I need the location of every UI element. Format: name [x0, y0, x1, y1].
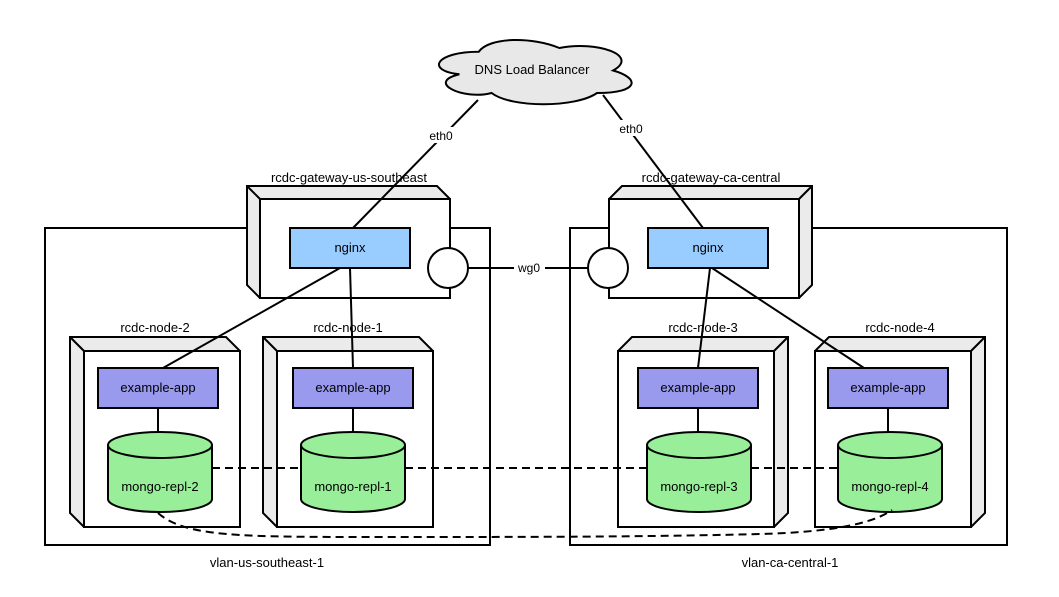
edge-nginx-left-to-app-2	[162, 267, 341, 369]
nginx-us-southeast-box	[289, 227, 411, 269]
edge-repl-2-to-repl-4	[157, 509, 893, 538]
edge-dns-to-nginx-right	[602, 94, 704, 229]
vlan-ca-central-1-label: vlan-ca-central-1	[742, 555, 839, 570]
replication-edges	[157, 467, 893, 538]
mongo-repl-1-cylinder	[300, 431, 406, 513]
wg0-port-left-circle	[427, 247, 469, 289]
edge-nginx-right-to-app-3	[697, 267, 711, 369]
eth0-left-label: eth0	[429, 129, 453, 143]
wg0-label: wg0	[517, 261, 540, 275]
edge-nginx-right-to-app-4	[711, 267, 865, 369]
example-app-node-2-label: example-app	[120, 380, 195, 395]
example-app-node-3-label: example-app	[660, 380, 735, 395]
nginx-ca-central-box	[647, 227, 769, 269]
example-app-node-4-label: example-app	[850, 380, 925, 395]
mongo-repl-4-cylinder	[837, 431, 943, 513]
node-4-label: rcdc-node-4	[865, 320, 934, 335]
vlan-us-southeast-1-label: vlan-us-southeast-1	[210, 555, 324, 570]
mongo-repl-4-label: mongo-repl-4	[851, 479, 928, 494]
mongo-repl-3-cylinder	[646, 431, 752, 513]
example-app-node-1-label: example-app	[315, 380, 390, 395]
example-app-node-4-box	[827, 367, 949, 409]
edge-nginx-left-to-app-1	[349, 267, 354, 369]
gateway-ca-central-label: rcdc-gateway-ca-central	[642, 170, 781, 185]
mongo-repl-3-label: mongo-repl-3	[660, 479, 737, 494]
edge-dns-to-nginx-left	[352, 99, 479, 229]
gateway-us-southeast-label: rcdc-gateway-us-southeast	[271, 170, 427, 185]
cloud-label: DNS Load Balancer	[475, 62, 591, 77]
mongo-repl-2-label: mongo-repl-2	[121, 479, 198, 494]
mongo-repl-1-label: mongo-repl-1	[314, 479, 391, 494]
connection-edges	[157, 94, 889, 433]
node-3-label: rcdc-node-3	[668, 320, 737, 335]
node-2-label: rcdc-node-2	[120, 320, 189, 335]
node-1-label: rcdc-node-1	[313, 320, 382, 335]
nginx-left-label: nginx	[334, 240, 366, 255]
example-app-node-2-box	[97, 367, 219, 409]
example-app-node-1-box	[292, 367, 414, 409]
nginx-right-label: nginx	[692, 240, 724, 255]
mongo-repl-2-cylinder	[107, 431, 213, 513]
dns-load-balancer-cloud	[437, 39, 633, 106]
wg0-port-right-circle	[587, 247, 629, 289]
edge-label-backgrounds	[426, 120, 647, 275]
eth0-right-label: eth0	[619, 122, 643, 136]
